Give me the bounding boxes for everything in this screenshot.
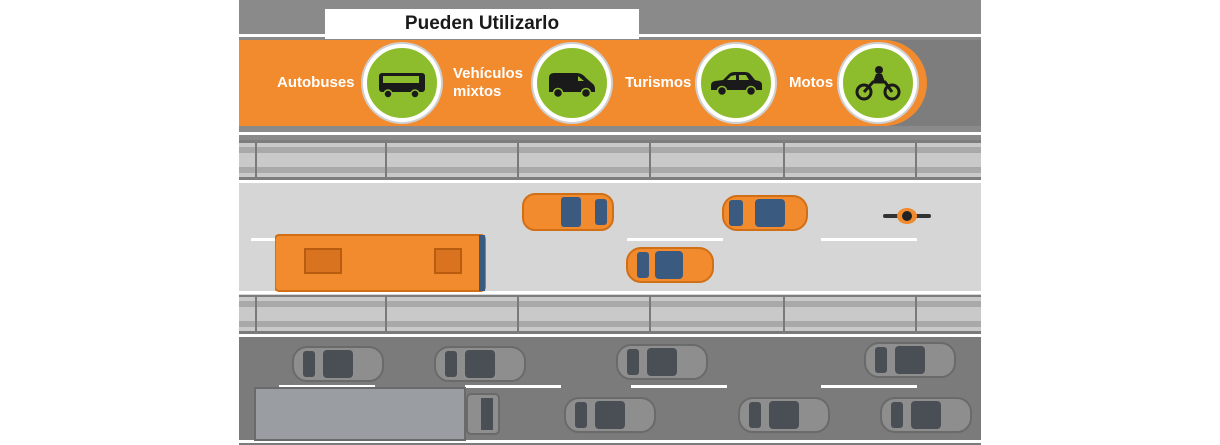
hov-edge-bottom — [239, 291, 981, 294]
banner-label-turismos: Turismos — [625, 74, 692, 91]
orange-car-1 — [722, 195, 808, 231]
orange-van — [522, 193, 614, 231]
banner-label-autobuses: Autobuses — [277, 74, 355, 91]
banner-label-mixtos-line2: mixtos — [453, 83, 502, 100]
banner-label-mixtos-line1: Vehículos — [453, 65, 524, 82]
orange-bus — [275, 234, 486, 292]
motorcycle-icon — [839, 44, 917, 122]
gray-car-4 — [864, 342, 956, 378]
allowed-vehicles-banner: Autobuses Vehículos mixtos — [239, 40, 927, 126]
hov-edge-top — [239, 180, 981, 183]
gray-car-2 — [434, 346, 526, 382]
banner-item-motos: Motos — [789, 40, 833, 126]
orange-motorcycle — [883, 208, 931, 224]
gray-car-7 — [880, 397, 972, 433]
banner-label-motos: Motos — [789, 74, 834, 91]
title-label: Pueden Utilizarlo — [325, 9, 639, 39]
gray-car-3 — [616, 344, 708, 380]
gray-car-6 — [738, 397, 830, 433]
guardrail-bottom — [239, 297, 981, 331]
gray-car-1 — [292, 346, 384, 382]
bus-icon — [363, 44, 441, 122]
gray-truck — [254, 387, 500, 441]
gap-lane-line — [239, 132, 981, 135]
guardrail-top — [239, 143, 981, 177]
car-icon — [697, 44, 775, 122]
van-icon — [533, 44, 611, 122]
banner-item-turismos: Turismos — [625, 40, 691, 126]
banner-item-autobuses: Autobuses — [277, 40, 355, 126]
orange-car-2 — [626, 247, 714, 283]
banner-item-mixtos: Vehículos mixtos — [453, 40, 523, 126]
road-scene: Pueden Utilizarlo Autobuses Vehículos mi… — [239, 0, 981, 445]
gray-car-5 — [564, 397, 656, 433]
page-title: Pueden Utilizarlo — [404, 13, 560, 34]
